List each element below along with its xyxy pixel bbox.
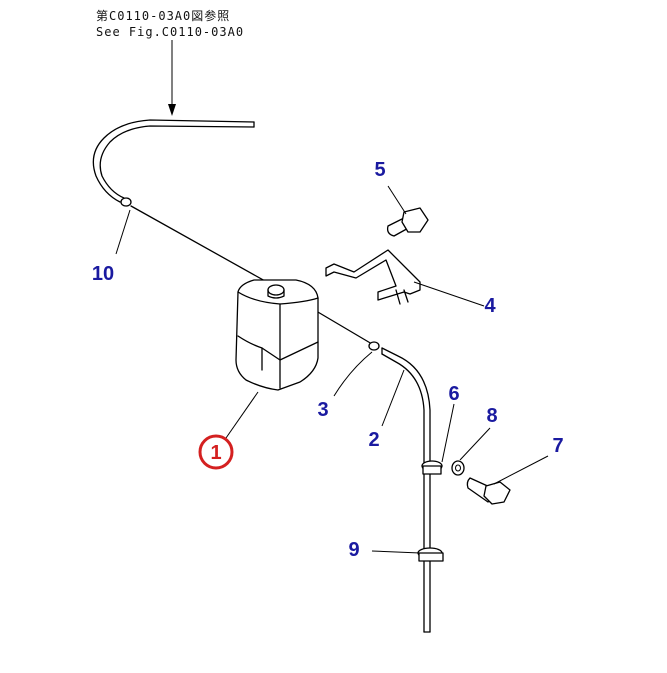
reservoir-tank (235, 279, 319, 391)
reference-line-en: See Fig.C0110-03A0 (96, 25, 244, 39)
callout-6[interactable]: 6 (448, 383, 459, 405)
reference-arrow (168, 40, 176, 116)
callout-10[interactable]: 10 (92, 263, 114, 285)
callout-1-highlight (198, 434, 234, 470)
lower-clamp (368, 341, 380, 351)
hose-clip-9 (417, 547, 444, 562)
callout-1[interactable]: 1 (210, 442, 221, 464)
bracket (325, 249, 421, 305)
reference-line-jp: 第C0110-03A0図参照 (96, 8, 230, 23)
callout-3[interactable]: 3 (317, 399, 328, 421)
washer (451, 460, 465, 476)
callout-4[interactable]: 4 (484, 295, 496, 317)
upper-hose (92, 119, 255, 207)
callout-8[interactable]: 8 (486, 405, 497, 427)
bolt-5 (386, 207, 429, 237)
leader-lines (115, 185, 549, 554)
washer-hole (455, 464, 461, 472)
callout-7[interactable]: 7 (552, 435, 563, 457)
bolt-7 (466, 477, 511, 505)
callout-9[interactable]: 9 (348, 539, 359, 561)
hose-clip-6 (421, 460, 443, 475)
callout-5[interactable]: 5 (374, 159, 385, 181)
overflow-hose (381, 347, 431, 633)
callout-2[interactable]: 2 (368, 429, 379, 451)
